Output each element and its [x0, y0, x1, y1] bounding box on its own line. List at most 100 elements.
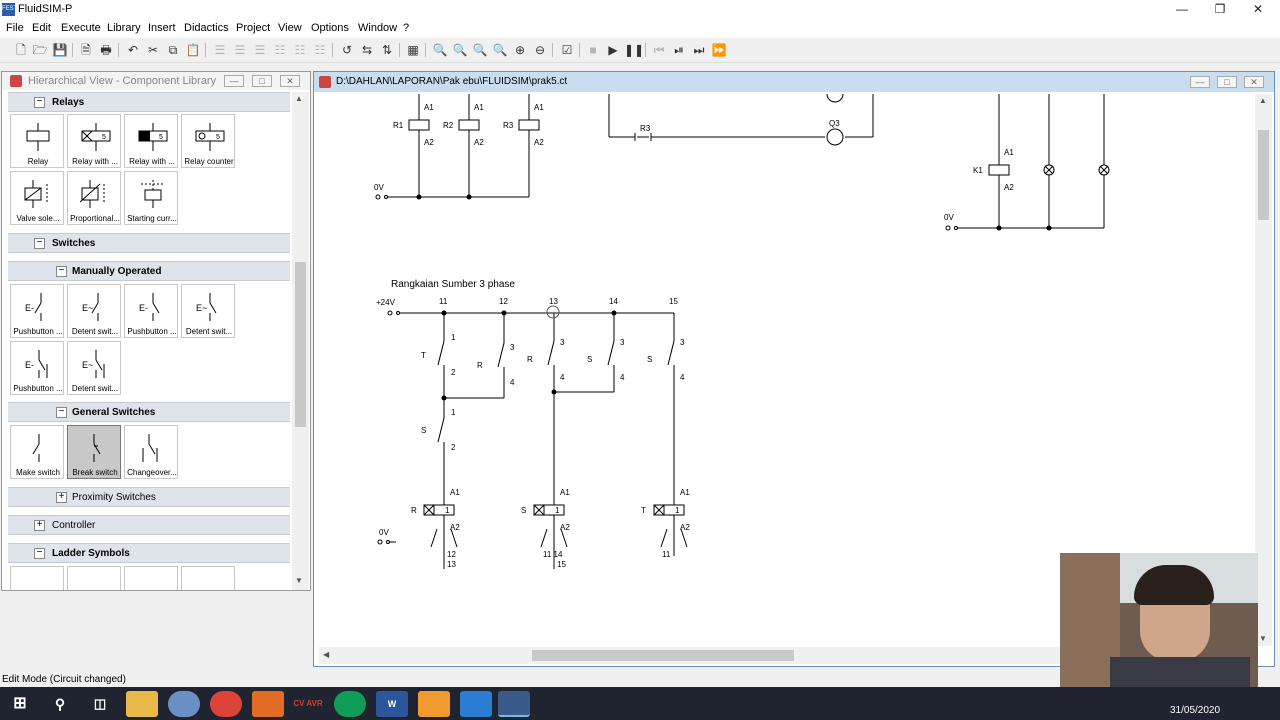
- circuit-vertical-scrollbar[interactable]: ▲ ▼: [1255, 94, 1272, 646]
- scroll-up-icon[interactable]: ▲: [1259, 96, 1267, 105]
- tile-starting-current[interactable]: Starting curr...: [124, 171, 178, 225]
- scroll-up-icon[interactable]: ▲: [295, 94, 303, 103]
- align-bottom-icon[interactable]: ☷: [314, 43, 326, 57]
- zoom-window-icon[interactable]: 🔍: [452, 43, 468, 57]
- fluidsim-icon[interactable]: [498, 691, 530, 717]
- cut-icon[interactable]: ✂: [147, 43, 159, 57]
- print-preview-icon[interactable]: 🗎: [81, 43, 91, 57]
- group-manually-operated[interactable]: − Manually Operated: [8, 261, 290, 281]
- scroll-down-icon[interactable]: ▼: [1259, 634, 1267, 643]
- windows-start-icon[interactable]: ⊞: [13, 695, 27, 712]
- zoom-prev-icon[interactable]: 🔍: [492, 43, 508, 57]
- tile-proportional[interactable]: Proportional...: [67, 171, 121, 225]
- tile-relay-with-delay-off[interactable]: 5 Relay with ...: [124, 114, 178, 168]
- chrome-icon[interactable]: [334, 691, 366, 717]
- menu-view[interactable]: View: [278, 22, 302, 34]
- rewind-icon[interactable]: ⏮: [653, 43, 665, 57]
- tile-break-switch[interactable]: Break switch: [67, 425, 121, 479]
- group-ladder-symbols[interactable]: − Ladder Symbols: [8, 543, 290, 563]
- menu-execute[interactable]: Execute: [61, 22, 101, 34]
- photos-icon[interactable]: [460, 691, 492, 717]
- scroll-left-icon[interactable]: ◀: [323, 650, 330, 659]
- grid-icon[interactable]: ▦: [407, 43, 419, 57]
- word-icon[interactable]: W: [376, 691, 408, 717]
- chrome-icon[interactable]: [210, 691, 242, 717]
- new-icon[interactable]: 🗋: [16, 43, 26, 57]
- flip-v-icon[interactable]: ⇅: [381, 43, 393, 57]
- align-left-icon[interactable]: ☰: [214, 43, 226, 57]
- ms-paint-icon[interactable]: [418, 691, 450, 717]
- open-icon[interactable]: 🗁: [32, 43, 48, 57]
- fast-forward-icon[interactable]: ⏩: [711, 43, 727, 57]
- minimize-icon[interactable]: —: [1190, 76, 1210, 88]
- close-icon[interactable]: ✕: [280, 75, 300, 87]
- minimize-icon[interactable]: —: [224, 75, 244, 87]
- tile-pushbutton-nc[interactable]: E- Pushbutton ...: [124, 284, 178, 338]
- align-middle-icon[interactable]: ☷: [294, 43, 306, 57]
- tile-detent-changeover[interactable]: E~ Detent swit...: [67, 341, 121, 395]
- expand-icon[interactable]: +: [56, 492, 67, 503]
- maximize-icon[interactable]: □: [252, 75, 272, 87]
- group-proximity-switches[interactable]: + Proximity Switches: [8, 487, 290, 507]
- menu-edit[interactable]: Edit: [32, 22, 51, 34]
- expand-icon[interactable]: +: [34, 520, 45, 531]
- tile-relay-counter[interactable]: 5 Relay counter: [181, 114, 235, 168]
- tile-ladder-4[interactable]: [181, 566, 235, 590]
- group-controller[interactable]: + Controller: [8, 515, 290, 535]
- maximize-icon[interactable]: ❐: [1214, 2, 1226, 16]
- align-center-icon[interactable]: ☰: [234, 43, 246, 57]
- paste-icon[interactable]: 📋: [185, 43, 201, 57]
- check-icon[interactable]: ☑: [561, 43, 573, 57]
- menu-insert[interactable]: Insert: [148, 22, 176, 34]
- collapse-icon[interactable]: −: [34, 548, 45, 559]
- zoom-fit-icon[interactable]: 🔍: [432, 43, 448, 57]
- rotate-icon[interactable]: ↺: [341, 43, 353, 57]
- collapse-icon[interactable]: −: [34, 97, 45, 108]
- close-icon[interactable]: ✕: [1252, 2, 1264, 16]
- play-icon[interactable]: ▶: [608, 43, 618, 57]
- menu-options[interactable]: Options: [311, 22, 349, 34]
- menu-window[interactable]: Window: [358, 22, 398, 34]
- group-relays[interactable]: − Relays: [8, 92, 290, 112]
- tile-pushbutton-changeover[interactable]: E- Pushbutton ...: [10, 341, 64, 395]
- stop-icon[interactable]: ■: [589, 43, 597, 57]
- tile-relay[interactable]: Relay: [10, 114, 64, 168]
- maximize-icon[interactable]: □: [1217, 76, 1237, 88]
- menu-file[interactable]: File: [6, 22, 24, 34]
- tile-pushbutton[interactable]: E- Pushbutton ...: [10, 284, 64, 338]
- matlab-icon[interactable]: [252, 691, 284, 717]
- zoom-all-icon[interactable]: 🔍: [472, 43, 488, 57]
- task-view-icon[interactable]: ◫: [93, 696, 107, 711]
- cvavr-icon[interactable]: CV AVR: [293, 699, 323, 708]
- tile-make-switch[interactable]: Make switch: [10, 425, 64, 479]
- pause-icon[interactable]: ❚❚: [624, 43, 645, 57]
- copy-icon[interactable]: ⧉: [168, 43, 178, 57]
- tile-ladder-2[interactable]: [67, 566, 121, 590]
- step-end-icon[interactable]: ⏭: [693, 43, 705, 57]
- search-icon[interactable]: ⚲: [54, 696, 66, 712]
- scroll-down-icon[interactable]: ▼: [295, 576, 303, 585]
- undo-icon[interactable]: ↶: [127, 43, 139, 57]
- group-general-switches[interactable]: − General Switches: [8, 402, 290, 422]
- scrollbar-thumb[interactable]: [532, 650, 794, 661]
- print-icon[interactable]: 🖶: [100, 43, 112, 57]
- tile-ladder-3[interactable]: [124, 566, 178, 590]
- zoom-out-icon[interactable]: ⊖: [534, 43, 546, 57]
- step-icon[interactable]: ⏯: [674, 43, 684, 57]
- tile-detent-switch[interactable]: E~ Detent swit...: [67, 284, 121, 338]
- paint-icon[interactable]: [168, 691, 200, 717]
- tile-valve-solenoid[interactable]: Valve sole...: [10, 171, 64, 225]
- group-switches[interactable]: − Switches: [8, 233, 290, 253]
- collapse-icon[interactable]: −: [56, 266, 67, 277]
- tile-relay-with-delay[interactable]: 5 Relay with ...: [67, 114, 121, 168]
- tile-detent-switch-nc[interactable]: E~ Detent swit...: [181, 284, 235, 338]
- scrollbar-thumb[interactable]: [295, 262, 306, 427]
- menu-help[interactable]: ?: [403, 22, 410, 34]
- scrollbar-thumb[interactable]: [1258, 130, 1269, 220]
- flip-h-icon[interactable]: ⇆: [361, 43, 373, 57]
- close-icon[interactable]: ✕: [1244, 76, 1264, 88]
- align-top-icon[interactable]: ☷: [274, 43, 286, 57]
- menu-project[interactable]: Project: [236, 22, 271, 34]
- minimize-icon[interactable]: —: [1176, 2, 1188, 16]
- zoom-in-icon[interactable]: ⊕: [514, 43, 526, 57]
